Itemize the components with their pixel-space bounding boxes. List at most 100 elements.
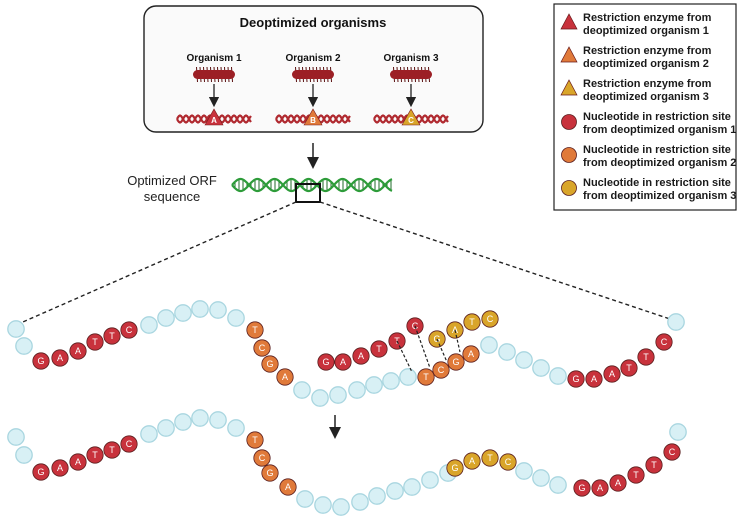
site-nucleotide: A <box>591 479 609 497</box>
nucleotide-letter: A <box>57 353 63 363</box>
site-nucleotide: T <box>627 466 645 484</box>
enzyme-letter: A <box>211 116 217 125</box>
nucleotide-letter: G <box>451 463 458 473</box>
site-nucleotide: A <box>462 345 480 363</box>
nucleotide-letter: T <box>487 453 493 463</box>
site-nucleotide: A <box>334 353 352 371</box>
site-nucleotide: C <box>481 310 499 328</box>
site-nucleotide: G <box>261 464 279 482</box>
empty-nucleotide <box>386 482 404 500</box>
legend-line2: from deoptimized organism 2 <box>583 157 736 169</box>
empty-nucleotide <box>421 471 439 489</box>
nucleotide-letter: A <box>591 374 597 384</box>
restriction-dna: B <box>275 108 351 126</box>
nucleotide-letter: A <box>615 478 621 488</box>
empty-nucleotide <box>7 428 25 446</box>
site-nucleotide: A <box>279 478 297 496</box>
nucleotide-letter: A <box>285 482 291 492</box>
empty-nucleotide <box>293 381 311 399</box>
nucleotide-letter: C <box>505 457 512 467</box>
site-nucleotide: A <box>276 368 294 386</box>
nucleotide-letter: A <box>75 457 81 467</box>
empty-nucleotide <box>515 462 533 480</box>
site-nucleotide: T <box>103 327 121 345</box>
empty-nucleotide <box>227 309 245 327</box>
empty-nucleotide <box>209 411 227 429</box>
site-nucleotide: C <box>253 339 271 357</box>
ligation-line <box>414 325 431 369</box>
site-nucleotide: T <box>637 348 655 366</box>
site-nucleotide: T <box>246 321 264 339</box>
empty-nucleotide <box>140 425 158 443</box>
legend-line1: Restriction enzyme from <box>583 12 712 24</box>
triangle-icon <box>560 46 578 63</box>
nucleotide-letter: G <box>322 357 329 367</box>
ligation-lines <box>396 325 461 373</box>
empty-nucleotide <box>669 423 687 441</box>
nucleotide-letter: A <box>340 357 346 367</box>
nucleotide-letter: T <box>423 372 429 382</box>
legend-line1: Nucleotide in restriction site <box>583 177 731 189</box>
nucleotide-letter: T <box>633 470 639 480</box>
empty-nucleotide <box>174 413 192 431</box>
nucleotide-letter: A <box>597 483 603 493</box>
site-nucleotide: T <box>620 359 638 377</box>
organism-label: Organism 2 <box>285 53 340 64</box>
nucleotide-letter: T <box>252 435 258 445</box>
site-nucleotide: A <box>352 347 370 365</box>
site-nucleotide: A <box>463 452 481 470</box>
restriction-dna: C <box>373 108 449 126</box>
organism-3: Organism 3C <box>373 53 449 126</box>
empty-nucleotide <box>667 313 685 331</box>
nucleotide-letter: A <box>282 372 288 382</box>
nucleotide-letter: T <box>376 344 382 354</box>
nucleotide-letter: C <box>669 447 676 457</box>
circle-icon <box>561 147 577 163</box>
restriction-enzyme-icon <box>303 108 323 126</box>
legend-line2: deoptimized organism 2 <box>583 58 709 70</box>
empty-nucleotide <box>532 469 550 487</box>
nucleotide-letter: G <box>578 483 585 493</box>
site-nucleotide: T <box>86 333 104 351</box>
legend-line2: from deoptimized organism 3 <box>583 190 736 202</box>
site-nucleotide: T <box>370 340 388 358</box>
nucleotide-letter: C <box>259 343 266 353</box>
organism-label: Organism 1 <box>186 53 241 64</box>
site-nucleotide: C <box>120 321 138 339</box>
orf-label-line2: sequence <box>144 189 200 204</box>
zoom-line-right <box>319 201 677 322</box>
ligation-line <box>396 340 413 373</box>
zoom-line-left <box>15 201 297 326</box>
legend-line2: from deoptimized organism 1 <box>583 124 736 136</box>
legend-line1: Restriction enzyme from <box>583 78 712 90</box>
organism-2: Organism 2 B <box>275 53 351 126</box>
empty-nucleotide <box>15 337 33 355</box>
bacterium-icon <box>390 66 432 83</box>
orf-label-line1: Optimized ORF <box>127 173 217 188</box>
enzyme-letter: C <box>408 116 414 125</box>
nucleotide-letter: C <box>438 365 445 375</box>
nucleotide-letter: A <box>469 456 475 466</box>
site-nucleotide: C <box>120 435 138 453</box>
nucleotide-letter: G <box>266 468 273 478</box>
site-nucleotide: T <box>481 449 499 467</box>
bacterium-icon <box>292 66 334 83</box>
nucleotide-letter: C <box>661 337 668 347</box>
empty-nucleotide <box>399 368 417 386</box>
nucleotide-letter: C <box>487 314 494 324</box>
triangle-icon <box>560 79 578 96</box>
site-nucleotide: C <box>432 361 450 379</box>
site-nucleotide: A <box>51 459 69 477</box>
empty-nucleotide <box>348 381 366 399</box>
nucleotide-letter: T <box>651 460 657 470</box>
empty-nucleotide <box>7 320 25 338</box>
site-nucleotide: C <box>253 449 271 467</box>
nucleotide-letter: G <box>266 359 273 369</box>
nucleotide-letter: A <box>358 351 364 361</box>
site-nucleotide: T <box>86 446 104 464</box>
site-nucleotide: C <box>663 443 681 461</box>
